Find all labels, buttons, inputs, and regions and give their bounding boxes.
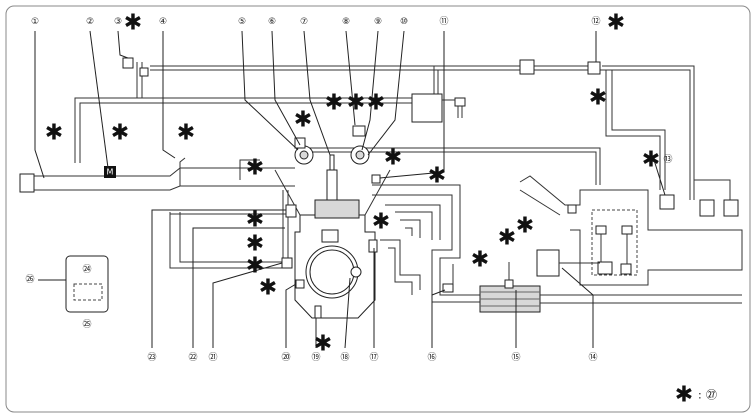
ecu-inner-module bbox=[73, 283, 103, 301]
legend-asterisk: ✱ bbox=[675, 383, 693, 408]
asterisk-mark: ✱ bbox=[111, 121, 129, 146]
asterisk-mark: ✱ bbox=[259, 276, 277, 301]
asterisk-mark: ✱ bbox=[384, 146, 402, 171]
legend-separator: : bbox=[698, 389, 702, 402]
callout-13: ⑬ bbox=[663, 154, 672, 165]
asterisk-mark: ✱ bbox=[314, 332, 332, 357]
callout-20: ⑳ bbox=[281, 352, 290, 363]
callout-9: ⑨ bbox=[374, 17, 382, 27]
mass-airflow-sensor bbox=[104, 166, 116, 178]
asterisk-mark: ✱ bbox=[246, 232, 264, 257]
fuel-tank-pressure-sensor bbox=[659, 194, 675, 210]
callout-19: ⑲ bbox=[311, 352, 320, 363]
callout-5: ⑤ bbox=[238, 17, 246, 27]
asterisk-mark: ✱ bbox=[124, 11, 142, 36]
callout-4: ④ bbox=[159, 17, 167, 27]
asterisk-mark: ✱ bbox=[471, 248, 489, 273]
callout-10: ⑩ bbox=[400, 17, 408, 27]
asterisk-mark: ✱ bbox=[498, 226, 516, 251]
callout-12: ⑫ bbox=[591, 16, 600, 27]
fuel-tank bbox=[519, 175, 743, 286]
callout-3: ③ bbox=[114, 17, 122, 27]
legend: ✱ : ㉗ bbox=[675, 383, 717, 408]
purge-solenoid bbox=[122, 57, 134, 69]
callout-8: ⑧ bbox=[342, 17, 350, 27]
exhaust-system bbox=[372, 184, 742, 313]
callout-16: ⑯ bbox=[427, 352, 436, 363]
asterisk-mark: ✱ bbox=[367, 91, 385, 116]
asterisk-mark: ✱ bbox=[347, 91, 365, 116]
callout-18: ⑱ bbox=[340, 352, 349, 363]
vent-valve bbox=[454, 97, 466, 107]
piston bbox=[314, 199, 360, 219]
callout-numbers: ① ② ③ ④ ⑤ ⑥ ⑦ ⑧ ⑨ ⑩ ⑪ ⑫ ⑬ ⑭ ⑮ ⑯ ⑰ ⑱ ⑲ ⑳ … bbox=[25, 16, 672, 363]
callout-23: ㉓ bbox=[147, 352, 156, 363]
callout-22: ㉒ bbox=[188, 352, 197, 363]
leader-lines bbox=[34, 30, 666, 349]
engine-block bbox=[274, 125, 391, 319]
canister-valve bbox=[519, 59, 535, 75]
asterisk-mark: ✱ bbox=[246, 254, 264, 279]
legend-ref: ㉗ bbox=[706, 389, 717, 402]
asterisk-mark: ✱ bbox=[177, 121, 195, 146]
callout-1: ① bbox=[31, 17, 39, 27]
asterisk-markers: ✱ ✱ ✱ ✱ ✱ ✱ ✱ ✱ ✱ ✱ ✱ ✱ ✱ ✱ ✱ ✱ ✱ ✱ ✱ ✱ … bbox=[45, 11, 660, 357]
asterisk-mark: ✱ bbox=[246, 156, 264, 181]
asterisk-mark: ✱ bbox=[294, 108, 312, 133]
callout-24: ㉔ bbox=[82, 264, 91, 275]
hose-lines bbox=[74, 62, 731, 269]
callout-11: ⑪ bbox=[439, 16, 448, 27]
check-valve bbox=[139, 67, 149, 77]
asterisk-mark: ✱ bbox=[642, 148, 660, 173]
callout-25: ㉕ bbox=[82, 319, 91, 330]
callout-17: ⑰ bbox=[369, 352, 378, 363]
callout-6: ⑥ bbox=[268, 17, 276, 27]
callout-21: ㉑ bbox=[208, 352, 217, 363]
intake-duct: M bbox=[19, 166, 295, 193]
canister bbox=[411, 93, 443, 123]
fuel-pump-module bbox=[591, 209, 638, 276]
pcm-unit bbox=[536, 249, 560, 277]
asterisk-mark: ✱ bbox=[516, 214, 534, 239]
asterisk-mark: ✱ bbox=[428, 164, 446, 189]
asterisk-mark: ✱ bbox=[325, 91, 343, 116]
callout-2: ② bbox=[86, 17, 94, 27]
asterisk-mark: ✱ bbox=[372, 210, 390, 235]
callout-15: ⑮ bbox=[511, 352, 520, 363]
callout-7: ⑦ bbox=[300, 17, 308, 27]
asterisk-mark: ✱ bbox=[607, 11, 625, 36]
callout-14: ⑭ bbox=[588, 352, 597, 363]
fuel-injector bbox=[326, 169, 338, 201]
callout-26: ㉖ bbox=[25, 274, 34, 285]
asterisk-mark: ✱ bbox=[246, 208, 264, 233]
diagram-border bbox=[5, 5, 751, 413]
asterisk-mark: ✱ bbox=[589, 86, 607, 111]
maf-label: M bbox=[107, 168, 114, 177]
asterisk-mark: ✱ bbox=[45, 121, 63, 146]
pressure-sensor bbox=[587, 61, 601, 75]
